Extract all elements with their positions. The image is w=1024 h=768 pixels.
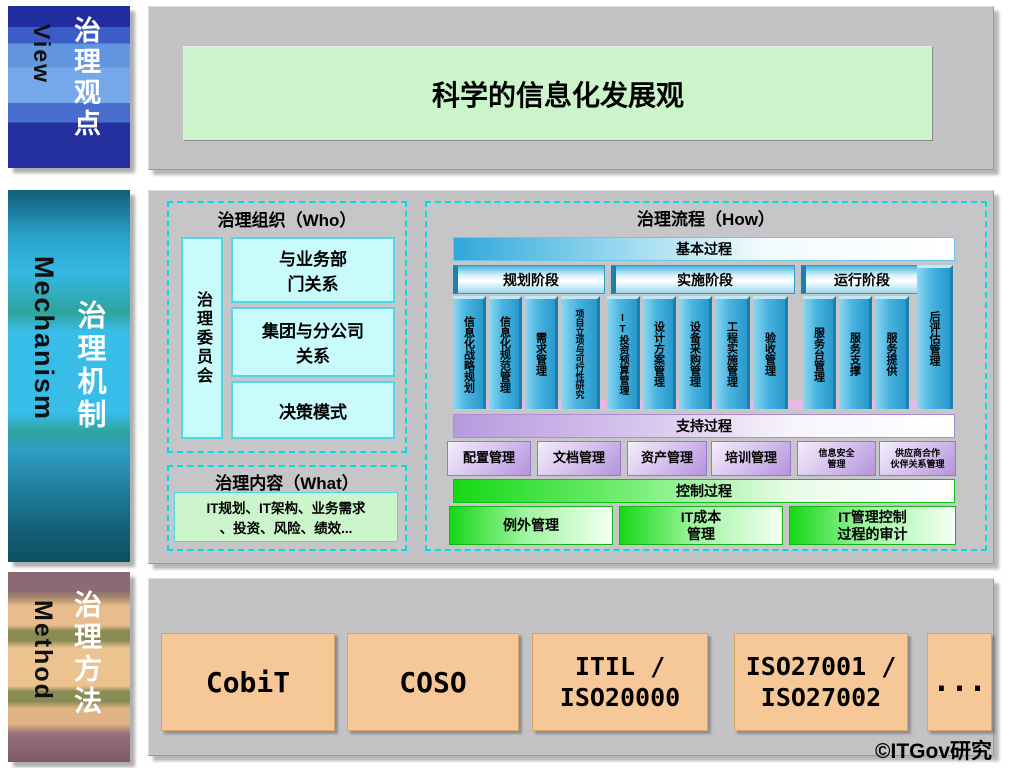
method-iso27001-iso27002: ISO27001 / ISO27002 <box>734 633 908 731</box>
support-training-mgmt: 培训管理 <box>711 441 791 476</box>
governance-committee-box: 治理委员会 <box>181 237 223 439</box>
who-item-business-depts: 与业务部 门关系 <box>231 237 395 303</box>
basic-process-bar: 基本过程 <box>453 237 955 261</box>
column-standardization-mgmt: 信息化规范管理 <box>489 296 522 409</box>
method-cobit: CobiT <box>161 633 335 731</box>
support-vendor-partner-mgmt: 供应商合作 伙伴关系管理 <box>879 441 956 476</box>
column-service-support: 服务支撑 <box>839 296 872 409</box>
support-config-mgmt: 配置管理 <box>447 441 531 476</box>
how-frame: 治理流程（How） 基本过程 规划阶段 实施阶段 运行阶段 信息化战略规划 信息… <box>425 201 987 551</box>
vision-title: 科学的信息化发展观 <box>431 79 684 111</box>
method-en-label: Method <box>29 600 57 701</box>
support-document-mgmt: 文档管理 <box>537 441 621 476</box>
phase-implementation: 实施阶段 <box>611 265 795 294</box>
what-title: 治理内容（What） <box>215 474 359 493</box>
what-content-box: IT规划、IT架构、业务需求 、投资、风险、绩效... <box>174 492 398 542</box>
mechanism-row-band: Mechanism 治理机制 <box>8 190 130 562</box>
view-panel: 科学的信息化发展观 <box>148 6 994 170</box>
vision-box: 科学的信息化发展观 <box>183 46 933 141</box>
control-it-audit: IT管理控制 过程的审计 <box>789 506 956 545</box>
column-service-desk-mgmt: 服务台管理 <box>803 296 836 409</box>
support-process-bar: 支持过程 <box>453 414 955 438</box>
column-equipment-procurement: 设备采购管理 <box>679 296 712 409</box>
view-en-label: View <box>29 24 55 84</box>
mechanism-panel: 治理组织（Who） 治理委员会 与业务部 门关系 集团与分公司 关系 决策模式 … <box>148 190 994 564</box>
method-row-band: Method 治理方法 <box>8 572 130 762</box>
column-design-scheme-mgmt: 设计方案管理 <box>643 296 676 409</box>
support-info-security-mgmt: 信息安全 管理 <box>797 441 876 476</box>
phase-operation: 运行阶段 <box>801 265 919 294</box>
column-project-implementation: 工程实施管理 <box>715 296 750 409</box>
who-item-group-subsidiary: 集团与分公司 关系 <box>231 307 395 377</box>
method-coso: COSO <box>347 633 519 731</box>
mechanism-zh-label: 治理机制 <box>73 300 105 432</box>
who-frame: 治理组织（Who） 治理委员会 与业务部 门关系 集团与分公司 关系 决策模式 <box>167 201 407 453</box>
column-post-evaluation: 后评估管理 <box>917 265 953 409</box>
phase-planning: 规划阶段 <box>453 265 605 294</box>
method-itil-iso20000: ITIL / ISO20000 <box>532 633 708 731</box>
control-process-bar: 控制过程 <box>453 479 955 503</box>
column-requirements-mgmt: 需求管理 <box>525 296 558 409</box>
method-ellipsis: ... <box>927 633 992 731</box>
copyright-text: ©ITGov研究 <box>875 740 992 763</box>
support-asset-mgmt: 资产管理 <box>627 441 707 476</box>
column-it-investment-budget: IT投资预算管理 <box>607 296 640 409</box>
view-row-band: View 治理观点 <box>8 6 130 168</box>
column-project-feasibility: 项目立项与可行性研究 <box>561 296 600 409</box>
column-acceptance-mgmt: 验收管理 <box>753 296 788 409</box>
who-title: 治理组织（Who） <box>217 211 357 230</box>
column-service-delivery: 服务提供 <box>875 296 909 409</box>
view-zh-label: 治理观点 <box>70 16 100 140</box>
mechanism-en-label: Mechanism <box>29 256 59 422</box>
who-item-decision-model: 决策模式 <box>231 381 395 439</box>
control-it-cost-mgmt: IT成本 管理 <box>619 506 783 545</box>
what-frame: 治理内容（What） IT规划、IT架构、业务需求 、投资、风险、绩效... <box>167 465 407 551</box>
control-exception-mgmt: 例外管理 <box>449 506 613 545</box>
how-title: 治理流程（How） <box>637 210 775 229</box>
method-zh-label: 治理方法 <box>71 590 102 718</box>
column-it-strategy-planning: 信息化战略规划 <box>453 296 486 409</box>
method-panel: CobiT COSO ITIL / ISO20000 ISO27001 / IS… <box>148 578 994 756</box>
